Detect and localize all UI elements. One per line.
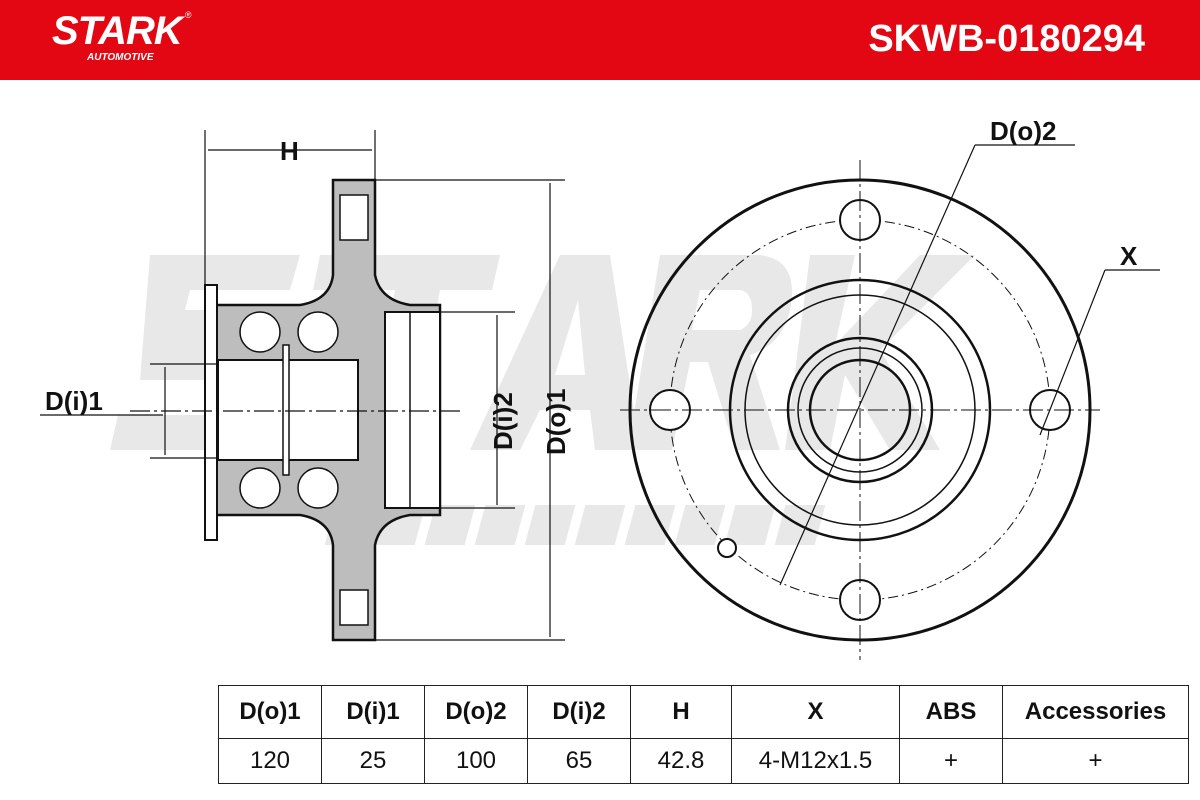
brand-subtitle: AUTOMOTIVE (87, 52, 154, 63)
label-di2: D(i)2 (488, 392, 518, 450)
header-cell: D(o)1 (218, 685, 322, 739)
header-bar: STARK® AUTOMOTIVE SKWB-0180294 (0, 0, 1200, 80)
table-header-row: D(o)1 D(i)1 D(o)2 D(i)2 H X ABS Accessor… (218, 685, 1189, 739)
header-cell: ABS (899, 685, 1003, 739)
value-cell: 65 (527, 738, 631, 784)
header-cell: D(i)2 (527, 685, 631, 739)
spec-table: D(o)1 D(i)1 D(o)2 D(i)2 H X ABS Accessor… (218, 685, 1189, 784)
value-cell: 25 (321, 738, 425, 784)
hub-front-view (620, 144, 1160, 660)
value-cell: 42.8 (630, 738, 732, 784)
brand-logo: STARK® AUTOMOTIVE (52, 10, 191, 63)
label-x: X (1120, 241, 1138, 271)
table-row: 120 25 100 65 42.8 4-M12x1.5 + + (218, 738, 1189, 784)
value-cell: 4-M12x1.5 (731, 738, 900, 784)
label-di1: D(i)1 (45, 386, 103, 416)
hub-side-view (204, 178, 442, 642)
registered-mark: ® (184, 10, 192, 20)
value-cell: 120 (218, 738, 322, 784)
brand-name: STARK (52, 9, 183, 53)
header-cell: Accessories (1002, 685, 1189, 739)
technical-drawing: H D(i)1 D(i)2 D(o)1 D(o)2 X (40, 116, 1160, 660)
header-cell: D(i)1 (321, 685, 425, 739)
dimension-lines (40, 130, 565, 641)
value-cell: + (1002, 738, 1189, 784)
label-do1: D(o)1 (541, 389, 571, 455)
header-cell: X (731, 685, 900, 739)
header-cell: D(o)2 (424, 685, 528, 739)
header-cell: H (630, 685, 732, 739)
part-number: SKWB-0180294 (868, 18, 1145, 60)
label-h: H (280, 136, 299, 166)
label-do2: D(o)2 (990, 116, 1056, 146)
value-cell: 100 (424, 738, 528, 784)
value-cell: + (899, 738, 1003, 784)
